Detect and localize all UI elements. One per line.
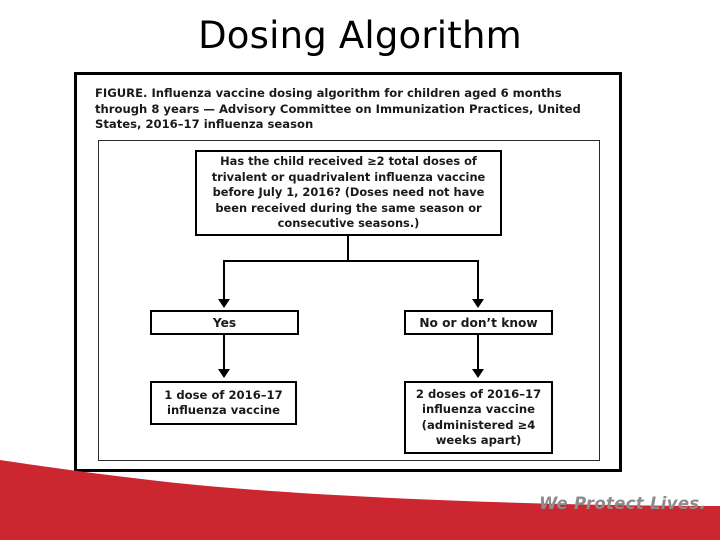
arrowhead-no-outcome-icon bbox=[472, 369, 484, 378]
connector-decision-stem bbox=[347, 236, 349, 262]
connector-no-to-outcome bbox=[477, 335, 479, 370]
outcome-box-two-doses: 2 doses of 2016–17 influenza vaccine (ad… bbox=[404, 381, 553, 454]
connector-split-bar bbox=[224, 260, 479, 262]
branch-box-yes: Yes bbox=[150, 310, 299, 335]
branch-box-no-or-dont-know: No or don’t know bbox=[404, 310, 553, 335]
footer-tagline: We Protect Lives. bbox=[539, 494, 706, 513]
arrowhead-yes-outcome-icon bbox=[218, 369, 230, 378]
figure-caption: FIGURE. Influenza vaccine dosing algorit… bbox=[95, 86, 581, 132]
outcome-box-one-dose: 1 dose of 2016–17 influenza vaccine bbox=[150, 381, 297, 425]
decision-box-prior-doses: Has the child received ≥2 total doses of… bbox=[195, 150, 502, 236]
figure-frame: FIGURE. Influenza vaccine dosing algorit… bbox=[74, 72, 622, 472]
flowchart-area: Has the child received ≥2 total doses of… bbox=[98, 140, 600, 461]
connector-yes-to-outcome bbox=[223, 335, 225, 370]
connector-to-yes bbox=[223, 260, 225, 301]
arrowhead-to-no-icon bbox=[472, 299, 484, 308]
page-title: Dosing Algorithm bbox=[198, 14, 522, 57]
arrowhead-to-yes-icon bbox=[218, 299, 230, 308]
connector-to-no bbox=[477, 260, 479, 301]
